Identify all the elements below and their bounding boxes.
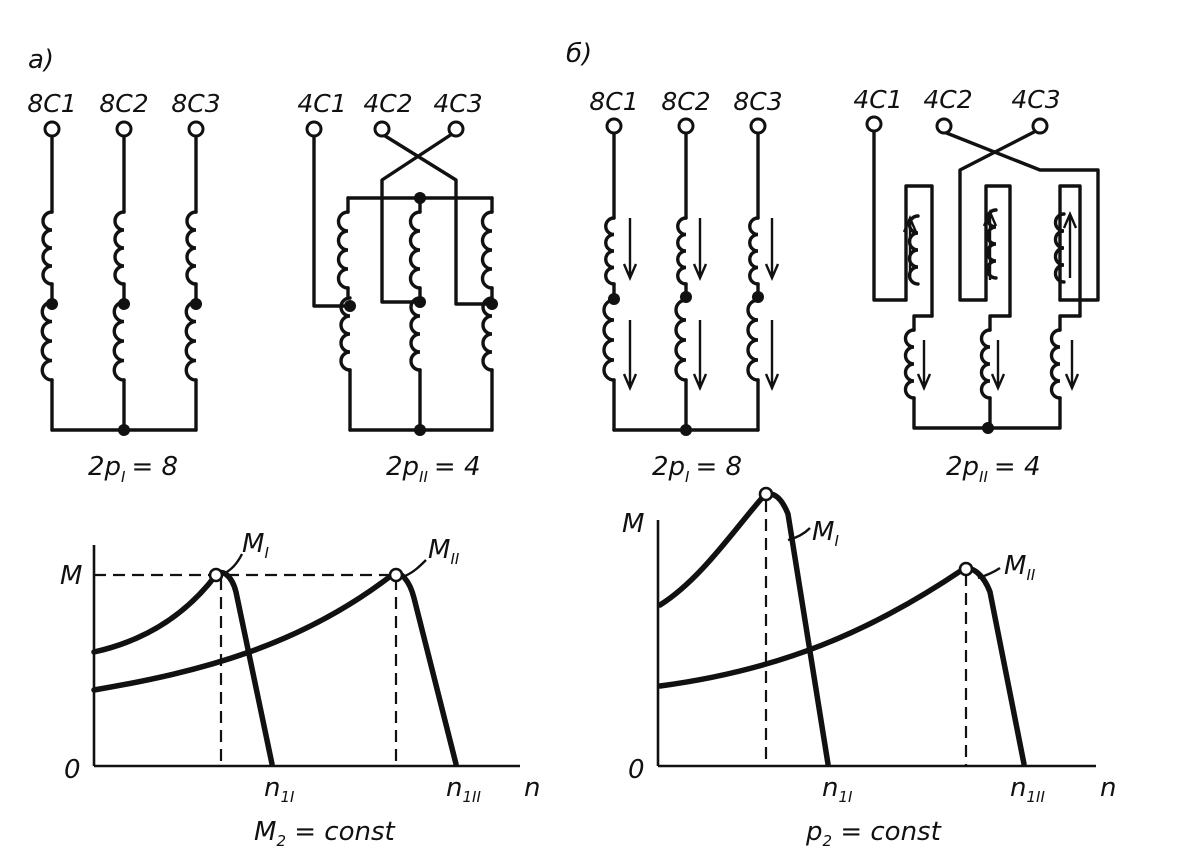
pole-label-b-8-value: = 8 xyxy=(695,452,742,482)
graph-b-label-n1i-sub: 1I xyxy=(838,788,853,806)
terminal-label-b-8c1: 8C1 xyxy=(589,87,638,116)
terminal-label-b-4c1: 4C1 xyxy=(853,85,902,114)
pole-label-a-4-main: 2p xyxy=(386,452,419,482)
terminal-label-a-4c1: 4C1 xyxy=(297,89,346,118)
graph-b-zero-label: 0 xyxy=(628,755,645,785)
graph-b-leader-mi xyxy=(787,527,811,542)
terminal-label-a-8c1: 8C1 xyxy=(27,89,76,118)
graph-b-label-mii: MII xyxy=(1004,551,1036,584)
panel-b-letter: б) xyxy=(566,39,592,69)
graph-b-label-mi-main: M xyxy=(812,517,834,547)
graph-b-condition-sub: 2 xyxy=(823,832,833,850)
graph-a-x-label: n xyxy=(524,773,540,803)
graph-a-curve-mii xyxy=(91,570,459,767)
graph-a-label-mi-main: M xyxy=(242,529,264,559)
graph-a: M 0 n MI MII n1I n1II M2 = const xyxy=(60,529,540,850)
graph-a-curve-mi xyxy=(91,569,275,767)
graph-a-label-mii: MII xyxy=(428,535,460,568)
graph-a-condition-rest: = const xyxy=(286,817,396,847)
terminal-label-a-8c2: 8C2 xyxy=(99,89,148,118)
panel-a-letter: a) xyxy=(28,45,54,75)
graph-b-label-n1ii: n1II xyxy=(1010,773,1045,806)
terminal-label-a-4c2: 4C2 xyxy=(363,89,412,118)
pole-label-b-8-main: 2p xyxy=(652,452,685,482)
graph-a-label-n1ii: n1II xyxy=(446,773,481,806)
graph-a-leader-mii xyxy=(404,559,427,578)
graph-a-label-n1ii-main: n xyxy=(446,773,462,803)
graph-a-condition: M2 = const xyxy=(254,817,396,850)
graph-a-label-mii-sub: II xyxy=(450,550,459,568)
terminal-label-b-4c2: 4C2 xyxy=(923,85,972,114)
pole-label-a-8-main: 2p xyxy=(88,452,121,482)
graph-b-label-mii-main: M xyxy=(1004,551,1026,581)
graph-b-y-label: M xyxy=(622,509,644,539)
graph-b-curve-mii xyxy=(657,565,1027,767)
terminal-label-a-8c3: 8C3 xyxy=(171,89,220,118)
graph-a-label-n1i: n1I xyxy=(264,773,295,806)
graph-b-label-n1i: n1I xyxy=(822,773,853,806)
graph-a-label-mi-sub: I xyxy=(264,544,269,562)
graph-b: M 0 n MI MII n1I n1II p2 = const xyxy=(622,486,1116,850)
pole-label-a-8: 2pI = 8 xyxy=(88,452,178,486)
pole-label-b-4-sub: II xyxy=(979,468,988,486)
pole-label-b-4-value: = 4 xyxy=(994,452,1041,482)
circuit-a-8pole xyxy=(40,120,205,436)
graph-a-label-n1i-sub: 1I xyxy=(280,788,295,806)
circuit-b-4pole xyxy=(865,115,1100,434)
pole-label-a-8-sub: I xyxy=(121,468,126,486)
graph-a-label-n1i-main: n xyxy=(264,773,280,803)
graph-b-curve-mi xyxy=(657,491,831,767)
graph-a-zero-label: 0 xyxy=(64,755,81,785)
graph-a-condition-sub: 2 xyxy=(276,832,286,850)
graph-b-label-mi: MI xyxy=(812,517,839,550)
graph-a-label-mi: MI xyxy=(242,529,269,562)
pole-label-b-8-sub: I xyxy=(685,468,690,486)
pole-label-a-8-value: = 8 xyxy=(131,452,178,482)
terminal-label-b-8c3: 8C3 xyxy=(733,87,782,116)
graph-a-condition-main: M xyxy=(254,817,276,847)
pole-label-b-4-main: 2p xyxy=(946,452,979,482)
graph-b-label-n1ii-main: n xyxy=(1010,773,1026,803)
pole-label-a-4: 2pII = 4 xyxy=(386,452,481,486)
circuit-b-8pole xyxy=(602,117,780,436)
pole-label-b-4: 2pII = 4 xyxy=(946,452,1041,486)
pole-label-a-4-sub: II xyxy=(419,468,428,486)
graph-b-label-mi-sub: I xyxy=(834,532,839,550)
terminal-label-a-4c3: 4C3 xyxy=(433,89,482,118)
terminal-label-b-8c2: 8C2 xyxy=(661,87,710,116)
graph-b-leader-mii xyxy=(977,567,1001,580)
pole-label-a-4-value: = 4 xyxy=(434,452,481,482)
graph-b-condition-rest: = const xyxy=(832,817,942,847)
pole-label-b-8: 2pI = 8 xyxy=(652,452,742,486)
graph-b-condition: p2 = const xyxy=(805,817,942,850)
graph-b-x-label: n xyxy=(1100,773,1116,803)
terminal-label-b-4c3: 4C3 xyxy=(1011,85,1060,114)
graph-b-condition-main: p xyxy=(805,817,823,847)
graph-b-label-n1i-main: n xyxy=(822,773,838,803)
graph-a-label-n1ii-sub: 1II xyxy=(462,788,481,806)
graph-a-leader-mi xyxy=(222,553,244,576)
graph-a-y-label: M xyxy=(60,561,82,591)
graph-a-label-mii-main: M xyxy=(428,535,450,565)
circuit-a-4pole xyxy=(305,120,498,436)
graph-b-label-mii-sub: II xyxy=(1026,566,1035,584)
graph-b-label-n1ii-sub: 1II xyxy=(1026,788,1045,806)
